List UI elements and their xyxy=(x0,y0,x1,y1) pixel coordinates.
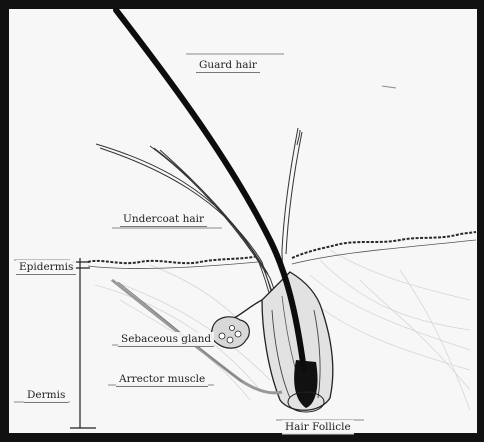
label-arrector-muscle: Arrector muscle xyxy=(116,372,208,387)
label-guard-hair: Guard hair xyxy=(196,58,260,73)
label-epidermis: Epidermis xyxy=(16,260,76,275)
label-dermis: Dermis xyxy=(24,388,68,403)
label-undercoat-hair: Undercoat hair xyxy=(120,212,207,227)
label-hair-follicle: Hair Follicle xyxy=(282,420,354,435)
label-sebaceous-gland: Sebaceous gland xyxy=(118,332,214,347)
